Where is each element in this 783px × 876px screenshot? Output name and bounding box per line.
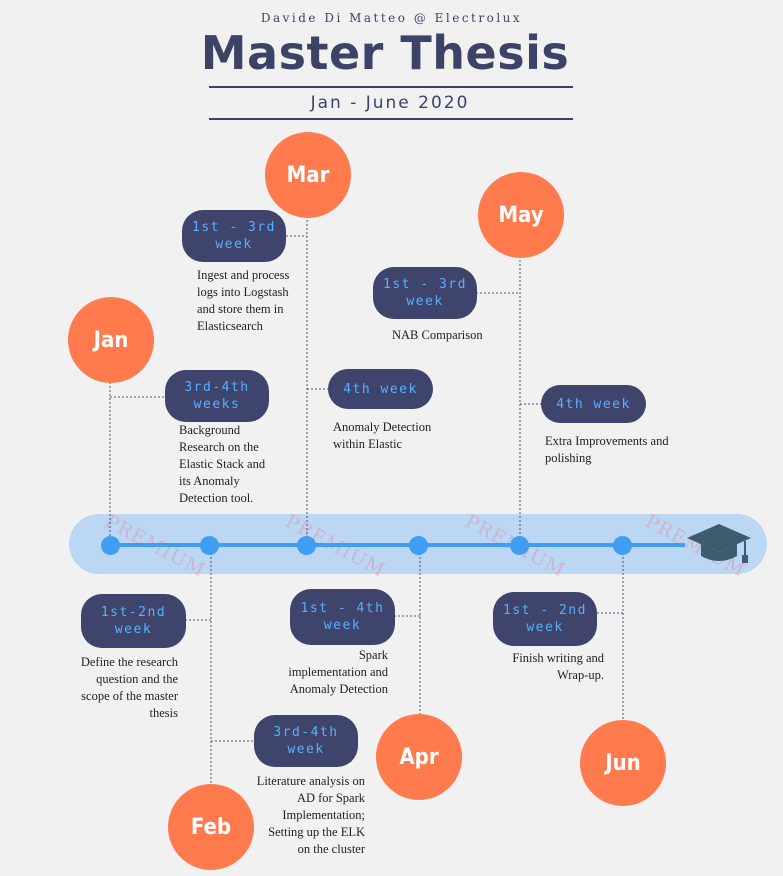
feb-week-pill-1: 1st-2nd week bbox=[81, 594, 186, 648]
month-jan: Jan bbox=[68, 297, 154, 383]
month-jun: Jun bbox=[580, 720, 666, 806]
timeline-dot-mar bbox=[297, 536, 316, 555]
timeline-dot-apr bbox=[409, 536, 428, 555]
feb-task-text-1: Define the research question and the sco… bbox=[80, 655, 178, 720]
author-subtitle: Davide Di Matteo @ Electrolux bbox=[260, 11, 523, 25]
may-week-pill-2: 4th week bbox=[541, 385, 646, 423]
jan-task-text: Background Research on the Elastic Stack… bbox=[179, 423, 266, 505]
month-mar: Mar bbox=[265, 132, 351, 218]
feb-task-text-2: Literature analysis on AD for Spark Impl… bbox=[256, 774, 365, 856]
mar-week-pill-2: 4th week bbox=[328, 369, 433, 409]
feb-week-pill-2: 3rd-4th week bbox=[254, 715, 358, 767]
may-week-pill-1: 1st - 3rd week bbox=[373, 267, 477, 319]
apr-week-pill: 1st - 4th week bbox=[290, 589, 395, 645]
jan-week-pill: 3rd-4th weeks bbox=[165, 370, 269, 422]
mar-week-pill-1: 1st - 3rd week bbox=[182, 210, 286, 262]
page-title: Master Thesis bbox=[200, 26, 570, 80]
mar-task-text-2: Anomaly Detection within Elastic bbox=[333, 420, 432, 451]
timeline-dot-jan bbox=[101, 536, 120, 555]
apr-task-text: Spark implementation and Anomaly Detecti… bbox=[288, 648, 388, 696]
graduation-cap-icon bbox=[687, 524, 751, 563]
month-apr: Apr bbox=[376, 714, 462, 800]
mar-task-text-1: Ingest and process logs into Logstash an… bbox=[197, 268, 290, 333]
timeline-dot-feb bbox=[200, 536, 219, 555]
timeline-axis bbox=[110, 543, 685, 547]
month-feb: Feb bbox=[168, 784, 254, 870]
may-task-text-2: Extra Improvements and polishing bbox=[545, 434, 669, 465]
jun-week-pill: 1st - 2nd week bbox=[493, 592, 597, 646]
month-may: May bbox=[478, 172, 564, 258]
may-task-text-1: NAB Comparison bbox=[392, 328, 483, 342]
period-label: Jan - June 2020 bbox=[310, 93, 470, 113]
title-rule-bottom bbox=[209, 118, 573, 120]
timeline-dot-may bbox=[510, 536, 529, 555]
jun-task-text: Finish writing and Wrap-up. bbox=[512, 651, 604, 682]
timeline-dot-jun bbox=[613, 536, 632, 555]
title-rule-top bbox=[209, 86, 573, 88]
